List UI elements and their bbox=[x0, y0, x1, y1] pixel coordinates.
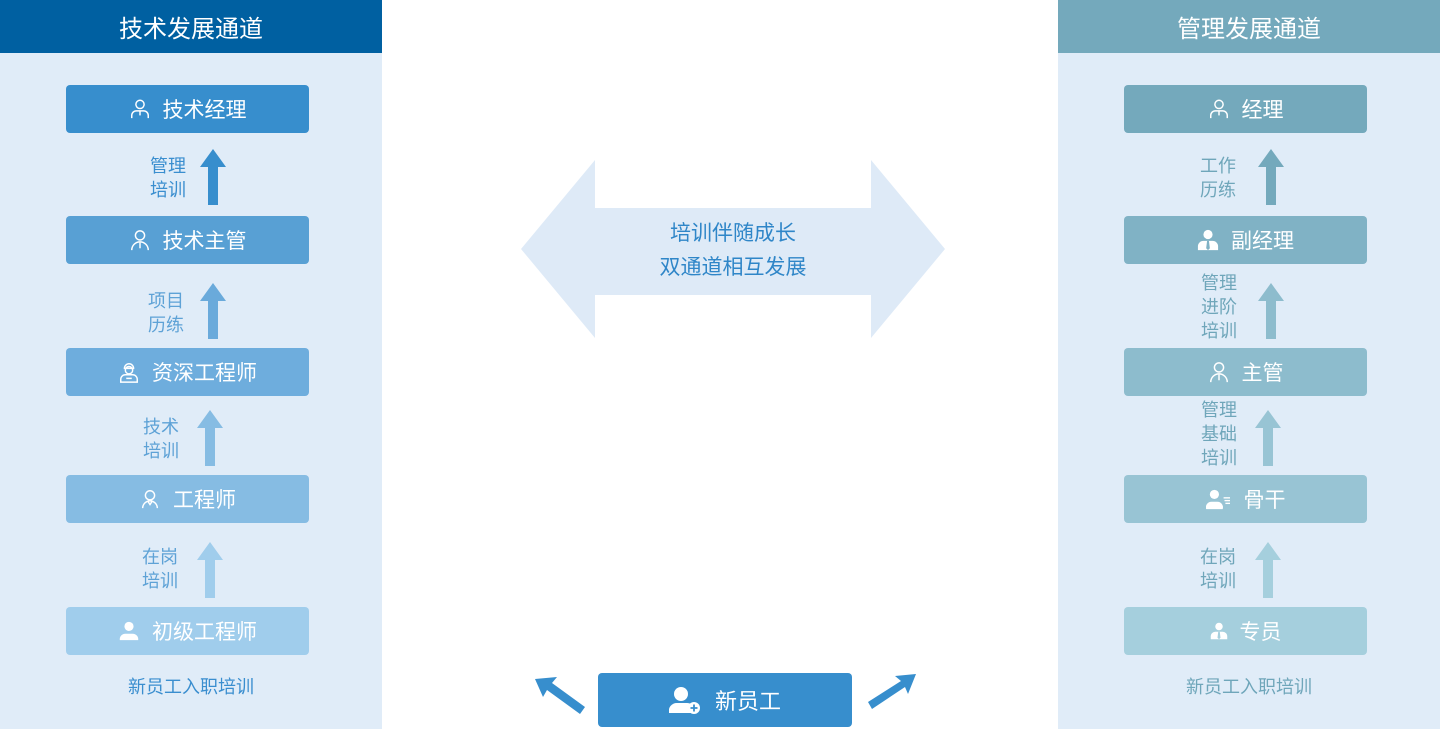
box-tech-supervisor: 技术主管 bbox=[66, 216, 309, 264]
box-deputy-manager: 副经理 bbox=[1124, 216, 1367, 264]
box-engineer: 工程师 bbox=[66, 475, 309, 523]
step-label: 在岗培训 bbox=[1200, 547, 1236, 592]
up-arrow-icon bbox=[200, 149, 226, 205]
user-list-icon bbox=[1205, 489, 1230, 510]
double-arrow-icon bbox=[521, 160, 945, 338]
tech-track-panel: 技术发展通道 技术经理 技术主管 资深工程师 工程师 初级工程师 管理培训 项目… bbox=[0, 0, 382, 729]
box-backbone: 骨干 bbox=[1124, 475, 1367, 523]
up-arrow-icon bbox=[197, 542, 223, 598]
box-manager: 经理 bbox=[1124, 85, 1367, 133]
onboarding-label: 新员工入职培训 bbox=[1186, 677, 1312, 698]
box-tech-manager: 技术经理 bbox=[66, 85, 309, 133]
new-employee-box: 新员工 bbox=[598, 673, 852, 727]
up-arrow-icon bbox=[200, 283, 226, 339]
step-label: 项目历练 bbox=[148, 291, 184, 336]
up-arrow-icon bbox=[1258, 149, 1284, 205]
up-arrow-icon bbox=[1258, 283, 1284, 339]
step-label: 在岗培训 bbox=[142, 547, 178, 592]
box-label: 经理 bbox=[1241, 98, 1284, 122]
box-specialist: 专员 bbox=[1124, 607, 1367, 655]
arrow-up-right-icon bbox=[868, 674, 916, 709]
step-label: 工作历练 bbox=[1200, 156, 1236, 201]
manager-icon bbox=[130, 99, 149, 119]
user-add-icon bbox=[668, 687, 700, 714]
manager-icon bbox=[1209, 99, 1228, 119]
mgmt-track-title: 管理发展通道 bbox=[1058, 0, 1440, 53]
suit-user-icon bbox=[1197, 229, 1219, 251]
up-arrow-icon bbox=[197, 410, 223, 466]
box-label: 副经理 bbox=[1231, 229, 1294, 253]
user-icon bbox=[119, 621, 139, 641]
box-junior-engineer: 初级工程师 bbox=[66, 607, 309, 655]
supervisor-icon bbox=[1209, 362, 1228, 383]
box-label: 工程师 bbox=[173, 488, 236, 512]
step-label: 管理基础培训 bbox=[1201, 400, 1237, 469]
suit-user-icon bbox=[1210, 622, 1227, 640]
step-label: 管理进阶培训 bbox=[1201, 273, 1237, 342]
box-senior-engineer: 资深工程师 bbox=[66, 348, 309, 396]
box-label: 技术经理 bbox=[162, 98, 247, 122]
box-label: 技术主管 bbox=[162, 229, 247, 253]
supervisor-icon bbox=[130, 230, 149, 251]
box-label: 初级工程师 bbox=[152, 620, 257, 644]
engineer-helmet-icon bbox=[120, 363, 138, 383]
new-employee-label: 新员工 bbox=[714, 690, 781, 715]
box-label: 专员 bbox=[1239, 620, 1282, 644]
onboarding-label: 新员工入职培训 bbox=[128, 677, 254, 698]
tech-track-title: 技术发展通道 bbox=[0, 0, 382, 53]
engineer-icon bbox=[141, 490, 159, 509]
box-label: 骨干 bbox=[1243, 488, 1286, 512]
mgmt-track-panel: 管理发展通道 经理 副经理 主管 骨干 专员 工作历练 管理进阶培训 管理基础培… bbox=[1058, 0, 1440, 729]
arrow-up-left-icon bbox=[535, 677, 585, 714]
step-label: 技术培训 bbox=[143, 417, 179, 462]
up-arrow-icon bbox=[1255, 542, 1281, 598]
box-label: 主管 bbox=[1241, 361, 1284, 385]
center-slogan: 培训伴随成长双通道相互发展 bbox=[659, 221, 807, 279]
step-label: 管理培训 bbox=[150, 156, 186, 201]
up-arrow-icon bbox=[1255, 410, 1281, 466]
box-label: 资深工程师 bbox=[152, 361, 257, 385]
box-supervisor: 主管 bbox=[1124, 348, 1367, 396]
